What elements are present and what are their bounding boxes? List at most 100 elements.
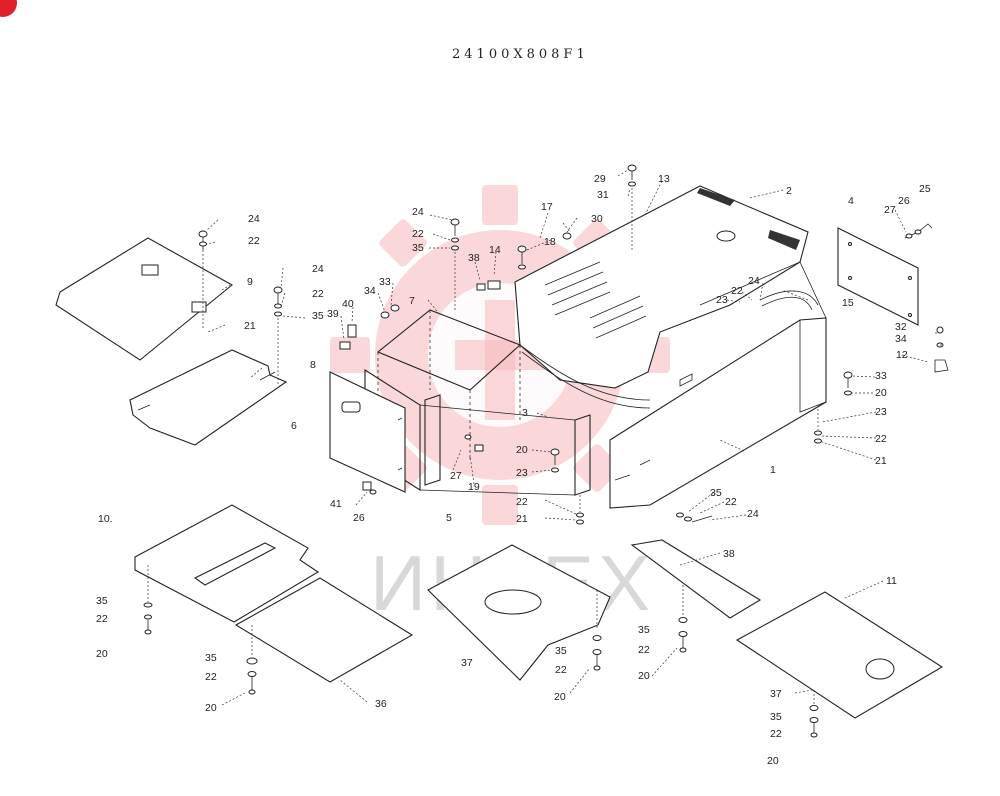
callout-label: 24 bbox=[312, 263, 324, 275]
bolt-icon bbox=[273, 286, 283, 306]
callout-label: 9 bbox=[247, 276, 253, 288]
callout-label: 22 bbox=[731, 285, 743, 297]
bolt-icon bbox=[517, 245, 527, 264]
callout-label: 23 bbox=[516, 467, 528, 479]
bolt-icon bbox=[679, 637, 687, 653]
floor-plate-8 bbox=[129, 349, 288, 446]
callout-label: 37 bbox=[770, 688, 782, 700]
callout-label: 4 bbox=[848, 195, 854, 207]
bolt-icon bbox=[450, 218, 460, 236]
callout-label: 12 bbox=[896, 349, 908, 361]
callout-label: 22 bbox=[516, 496, 528, 508]
callout-label: 29 bbox=[594, 173, 606, 185]
callout-label: 40 bbox=[342, 298, 354, 310]
callout-label: 21 bbox=[244, 320, 256, 332]
callout-label: 15 bbox=[842, 297, 854, 309]
callout-label: 41 bbox=[330, 498, 342, 510]
callout-label: 22 bbox=[638, 644, 650, 656]
callout-label: 22 bbox=[205, 671, 217, 683]
callout-label: 35 bbox=[710, 487, 722, 499]
callout-label: 19 bbox=[468, 481, 480, 493]
bolt-icon bbox=[198, 230, 208, 250]
callout-label: 13 bbox=[658, 173, 670, 185]
callout-label: 23 bbox=[875, 406, 887, 418]
callout-label: 34 bbox=[895, 333, 907, 345]
callout-label: 23 bbox=[716, 294, 728, 306]
strip-38 bbox=[630, 539, 762, 619]
callout-label: 22 bbox=[412, 228, 424, 240]
callout-label: 35 bbox=[638, 624, 650, 636]
callout-label: 31 bbox=[597, 189, 609, 201]
side-plate-4 bbox=[837, 227, 919, 326]
callout-label: 20 bbox=[96, 648, 108, 660]
cover-plate-9 bbox=[55, 237, 233, 361]
callout-label: 22 bbox=[96, 613, 108, 625]
callout-label: 26 bbox=[898, 195, 910, 207]
bolt-icon bbox=[144, 620, 152, 635]
callout-label: 36 bbox=[375, 698, 387, 710]
callout-label: 39 bbox=[327, 308, 339, 320]
callout-label: 20 bbox=[875, 387, 887, 399]
bolt-icon bbox=[248, 677, 256, 695]
callout-label: 20 bbox=[767, 755, 779, 767]
callout-label: 11 bbox=[886, 575, 897, 587]
callout-label: 35 bbox=[555, 645, 567, 657]
callout-label: 17 bbox=[541, 201, 553, 213]
bolt-icon bbox=[627, 164, 637, 180]
callout-label: 22 bbox=[555, 664, 567, 676]
callout-label: 24 bbox=[412, 206, 424, 218]
callout-label: 33 bbox=[875, 370, 887, 382]
callout-label: 35 bbox=[312, 310, 324, 322]
callout-label: 24 bbox=[248, 213, 260, 225]
callout-label: 10. bbox=[98, 513, 113, 525]
callout-label: 2 bbox=[786, 185, 792, 197]
callout-label: 24 bbox=[747, 508, 759, 520]
callout-label: 20 bbox=[638, 670, 650, 682]
callout-label: 27 bbox=[884, 204, 896, 216]
callout-label: 5 bbox=[446, 512, 452, 524]
callout-label: 6 bbox=[291, 420, 297, 432]
callout-label: 20 bbox=[554, 691, 566, 703]
callout-label: 30 bbox=[591, 213, 603, 225]
base-plate-11 bbox=[735, 591, 944, 719]
callout-label: 35 bbox=[412, 242, 424, 254]
callout-label: 22 bbox=[725, 496, 737, 508]
callout-label: 3 bbox=[522, 407, 528, 419]
callout-label: 8 bbox=[310, 359, 316, 371]
callout-label: 33 bbox=[379, 276, 391, 288]
base-plate-10 bbox=[134, 504, 320, 623]
callout-label: 35 bbox=[205, 652, 217, 664]
callout-label: 1 bbox=[770, 464, 776, 476]
base-plate-37 bbox=[427, 544, 611, 681]
callout-label: 20 bbox=[516, 444, 528, 456]
left-door-panel bbox=[329, 371, 406, 493]
bolt-icon bbox=[550, 448, 560, 465]
callout-label: 34 bbox=[364, 285, 376, 297]
callout-label: 14 bbox=[489, 244, 501, 256]
callout-label: 22 bbox=[248, 235, 260, 247]
callout-label: 26 bbox=[353, 512, 365, 524]
callout-label: 37 bbox=[461, 657, 473, 669]
callout-labels: 2 4 25 27 26 29 31 13 17 30 18 14 24 22 … bbox=[96, 173, 931, 767]
callout-label: 21 bbox=[875, 455, 887, 467]
callout-label: 20 bbox=[205, 702, 217, 714]
callout-label: 35 bbox=[96, 595, 108, 607]
callout-label: 38 bbox=[723, 548, 735, 560]
callout-label: 18 bbox=[544, 236, 556, 248]
callout-label: 38 bbox=[468, 252, 480, 264]
callout-label: 7 bbox=[409, 295, 415, 307]
callout-label: 24 bbox=[748, 275, 760, 287]
bolt-icon bbox=[810, 723, 818, 738]
callout-label: 35 bbox=[770, 711, 782, 723]
drawing-number-title: 24100X808F1 bbox=[452, 47, 589, 62]
callout-label: 22 bbox=[312, 288, 324, 300]
callout-label: 32 bbox=[895, 321, 907, 333]
callout-label: 25 bbox=[919, 183, 931, 195]
bolt-icon bbox=[593, 655, 601, 671]
main-housing bbox=[514, 185, 827, 509]
base-plate-36 bbox=[234, 577, 414, 683]
callout-label: 22 bbox=[770, 728, 782, 740]
corner-badge bbox=[0, 0, 17, 17]
callout-label: 22 bbox=[875, 433, 887, 445]
